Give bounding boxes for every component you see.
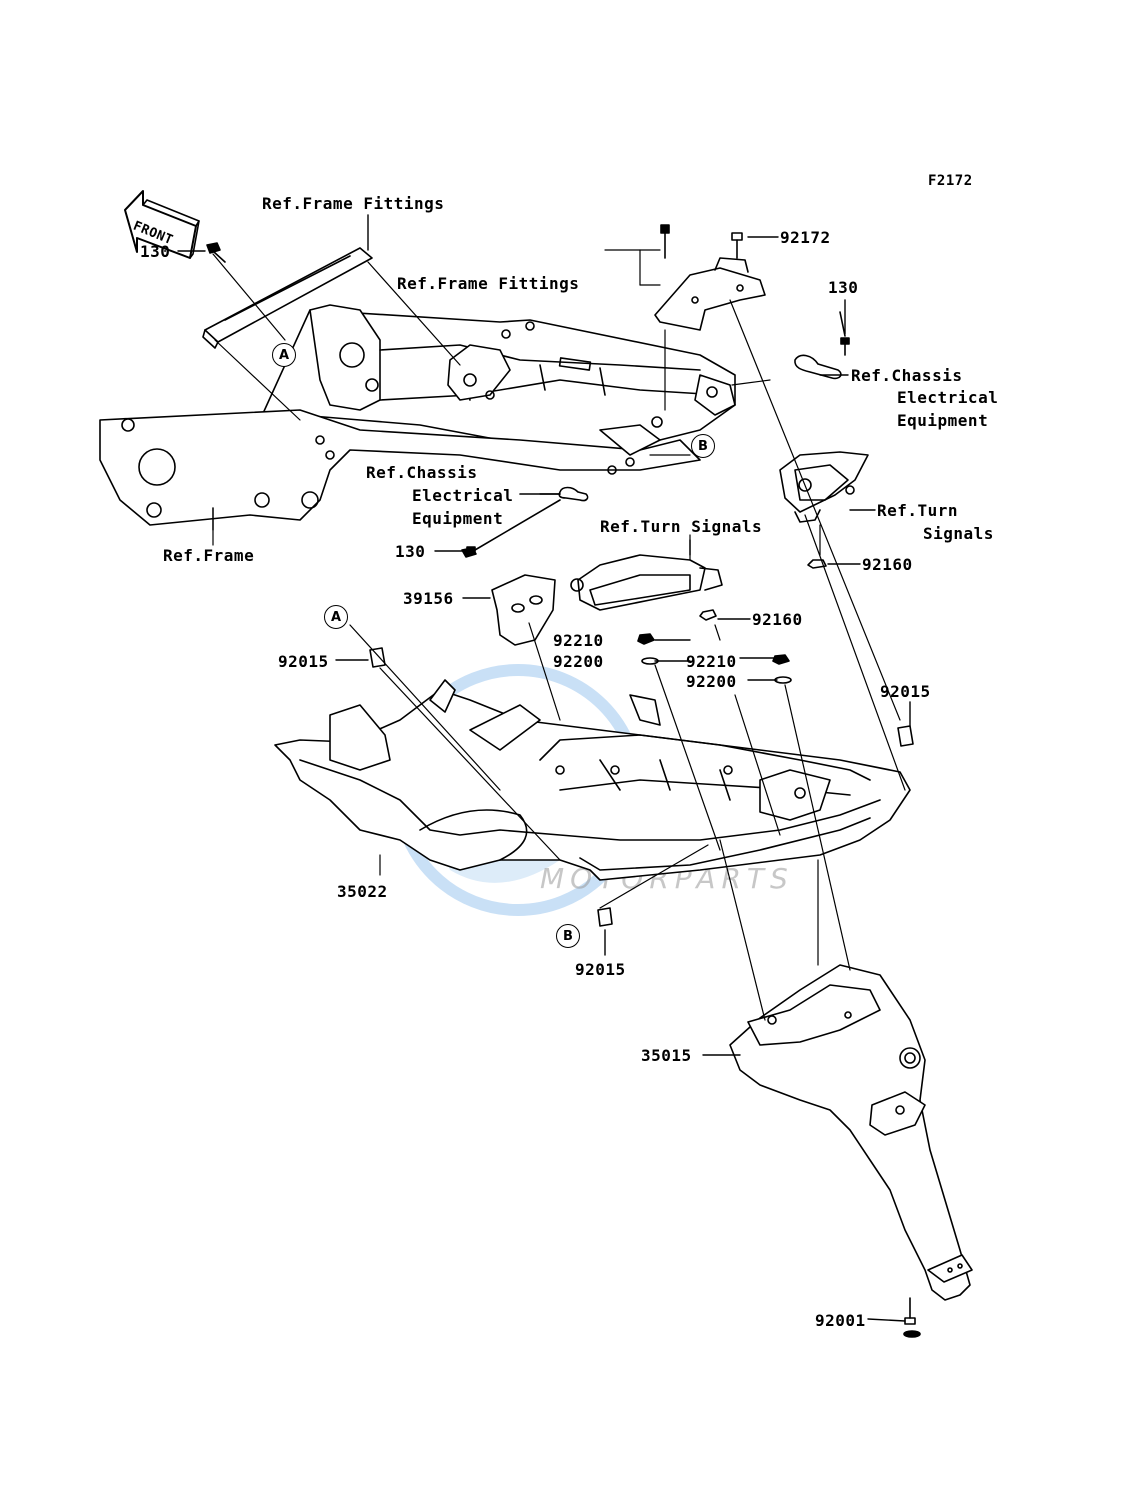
ref-frame-fittings-top[interactable]: Ref.Frame Fittings [262,194,445,213]
part-number-92160-center[interactable]: 92160 [752,610,803,629]
part-number-92015-left[interactable]: 92015 [278,652,329,671]
part-number-92001[interactable]: 92001 [815,1311,866,1330]
ref-chassis-electrical-right-line2[interactable]: Electrical [897,388,999,407]
ref-turn-signals-center[interactable]: Ref.Turn Signals [600,517,763,536]
ref-chassis-electrical-left-line1[interactable]: Ref.Chassis [366,463,478,482]
ref-chassis-electrical-right-line3[interactable]: Equipment [897,411,989,430]
label-ticks [177,214,911,1322]
rubber-block [491,574,556,646]
bolts-130 [206,242,477,558]
marker-b-lower: B [556,924,580,948]
upper-bracket [654,224,766,331]
marker-a-lower: A [324,605,348,629]
rear-fender-rear [729,964,973,1338]
marker-a-upper: A [272,343,296,367]
part-number-92200-right[interactable]: 92200 [686,672,737,691]
ref-turn-signals-right-line2[interactable]: Signals [923,524,994,543]
collars [369,647,914,927]
part-number-35022[interactable]: 35022 [337,882,388,901]
part-number-130-top-left[interactable]: 130 [140,242,171,261]
rear-subframe [99,304,736,526]
ref-turn-signals-right-line1[interactable]: Ref.Turn [877,501,959,520]
ref-frame-fittings-mid[interactable]: Ref.Frame Fittings [397,274,580,293]
part-number-92160-right[interactable]: 92160 [862,555,913,574]
figure-code: F2172 [928,173,973,189]
part-number-92015-bottom[interactable]: 92015 [575,960,626,979]
front-arrow-icon [124,190,200,259]
part-number-130-center[interactable]: 130 [395,542,426,561]
part-number-92210-right[interactable]: 92210 [686,652,737,671]
part-number-92210-left[interactable]: 92210 [553,631,604,650]
ref-chassis-electrical-left-line2[interactable]: Electrical [412,486,514,505]
frame-fitting-plate [202,247,373,349]
wire-clip-right [794,311,850,380]
ref-frame[interactable]: Ref.Frame [163,546,255,565]
marker-b-upper: B [691,434,715,458]
rear-fender-inner [274,679,911,881]
part-number-39156[interactable]: 39156 [403,589,454,608]
turn-signal-center [570,554,723,611]
part-number-92200-left[interactable]: 92200 [553,652,604,671]
part-number-92015-right[interactable]: 92015 [880,682,931,701]
ref-chassis-electrical-left-line3[interactable]: Equipment [412,509,504,528]
part-number-35015[interactable]: 35015 [641,1046,692,1065]
ref-chassis-electrical-right-line1[interactable]: Ref.Chassis [851,366,963,385]
part-number-92172[interactable]: 92172 [780,228,831,247]
frame-bolt-details [315,321,663,475]
part-number-130-right[interactable]: 130 [828,278,859,297]
turn-signal-right [779,451,869,523]
